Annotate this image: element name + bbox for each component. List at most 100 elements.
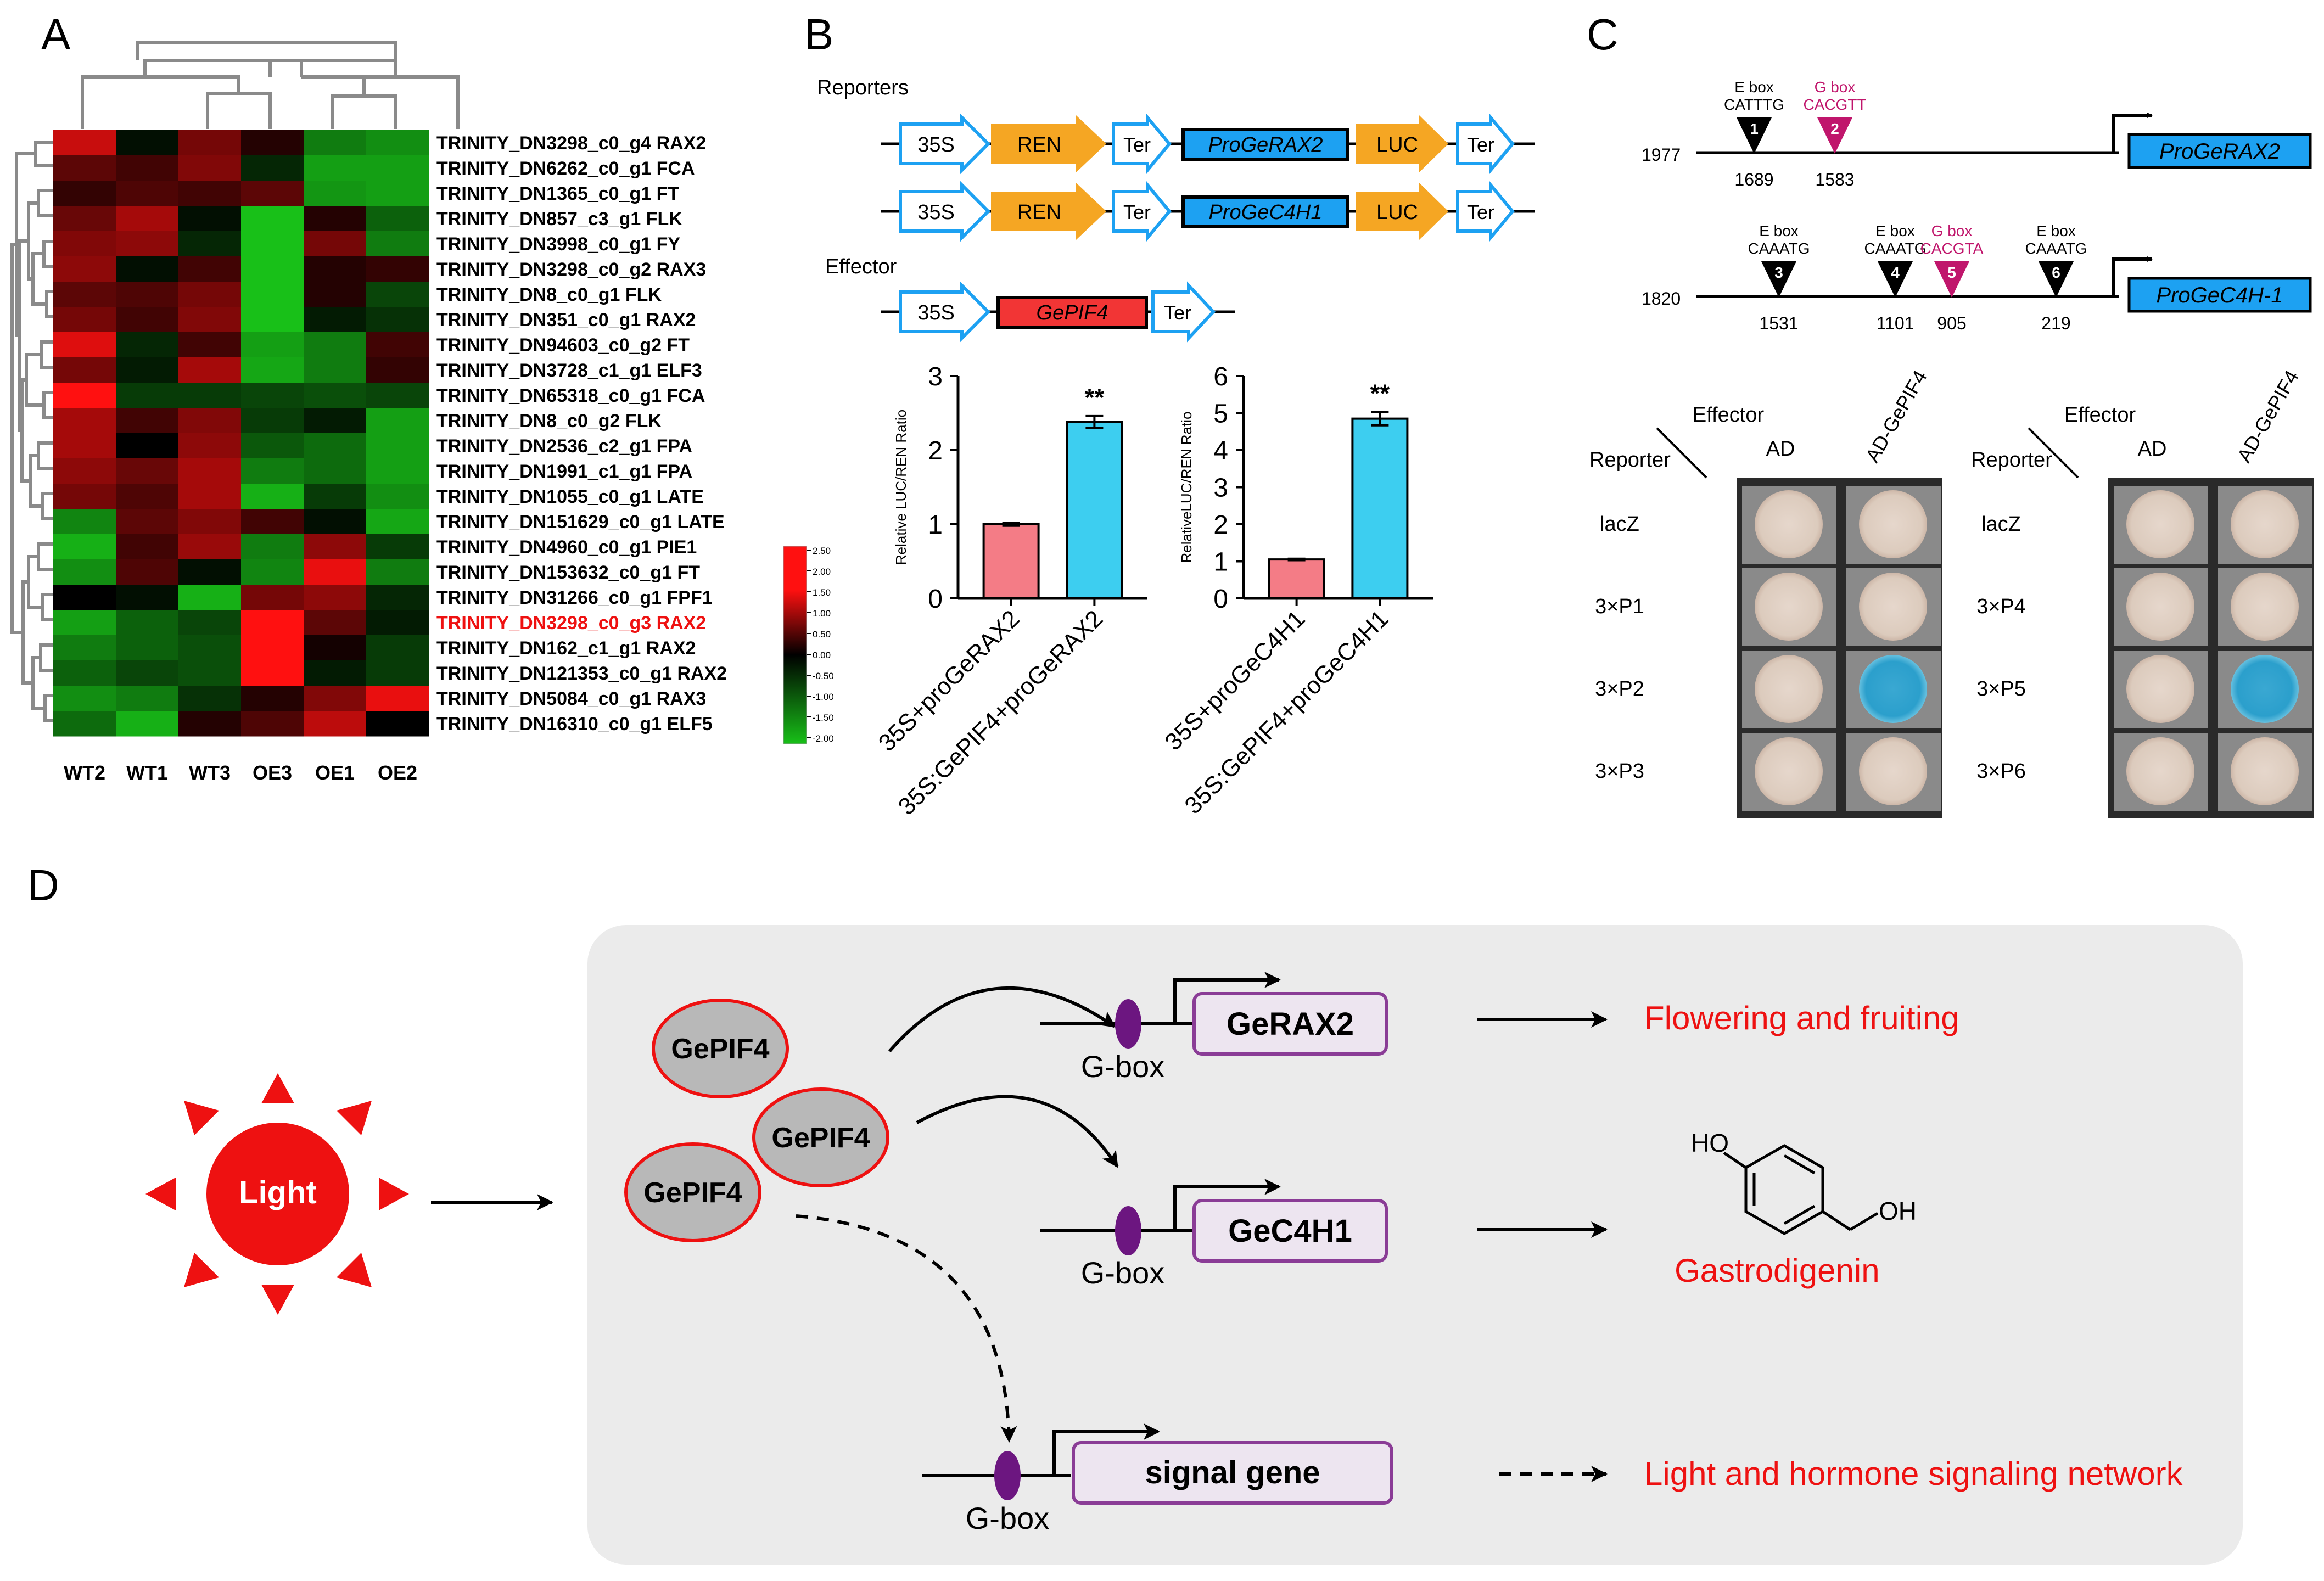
- heatmap-cell: [241, 155, 304, 181]
- reporter-label: Reporter: [1589, 448, 1671, 472]
- heatmap-cells: [53, 130, 429, 737]
- heatmap-cell: [241, 686, 304, 711]
- model-background: [587, 925, 2243, 1565]
- heatmap-cell: [241, 130, 304, 156]
- bar: [1066, 421, 1123, 599]
- heatmap-cell: [241, 231, 304, 257]
- y-axis-label: RelativeLUC/REN Ratio: [1178, 412, 1195, 563]
- site-type: E box: [1759, 222, 1799, 239]
- gene-label: TRINITY_DN5084_c0_g1 RAX3: [436, 688, 706, 709]
- heatmap-cell: [116, 458, 179, 484]
- heatmap-cell: [241, 433, 304, 459]
- heatmap-cell: [366, 686, 429, 711]
- gene-label: TRINITY_DN65318_c0_g1 FCA: [436, 385, 705, 406]
- site-triangle: [1878, 261, 1913, 298]
- reporter-row-label: 3×P5: [1976, 677, 2026, 700]
- heatmap-cell: [178, 181, 242, 206]
- heatmap-cell: [53, 307, 116, 333]
- site-seq: CAAATG: [1748, 240, 1810, 257]
- gbox-site: [994, 1451, 1021, 1500]
- heatmap-cell: [53, 130, 116, 156]
- chem-oh: OH: [1879, 1197, 1917, 1225]
- heatmap-cell: [366, 585, 429, 610]
- promoter-35s-label: 35S: [917, 201, 955, 224]
- heatmap-cell: [304, 559, 367, 585]
- heatmap-cell: [116, 686, 179, 711]
- colony: [1859, 490, 1927, 558]
- panel-label-d: D: [27, 861, 59, 910]
- column-ad-gepif4: AD-GePIF4: [1861, 366, 1931, 466]
- heatmap-cell: [241, 534, 304, 560]
- gbox-label: G-box: [1081, 1049, 1165, 1084]
- terminator-arrow: [1151, 281, 1216, 343]
- heatmap-cell: [116, 181, 179, 206]
- terminator-arrow: [1456, 113, 1515, 175]
- bar: [982, 523, 1040, 599]
- heatmap-cell: [53, 686, 116, 711]
- reporters-label: Reporters: [817, 76, 909, 99]
- heatmap-cell: [241, 660, 304, 686]
- gepif4-box: [996, 296, 1148, 329]
- heatmap-cell: [366, 509, 429, 535]
- reporter-row-label: 3×P3: [1595, 760, 1644, 783]
- gbox-label: G-box: [1081, 1255, 1165, 1290]
- terminator-arrow: [1456, 180, 1515, 243]
- colony: [1755, 655, 1823, 723]
- promoter-35s-arrow: [899, 281, 991, 343]
- gene-box: [1192, 992, 1388, 1056]
- promoter-35s-label: 35S: [917, 133, 955, 156]
- heatmap-cell: [304, 408, 367, 434]
- heatmap-cell: [116, 534, 179, 560]
- gene-label: TRINITY_DN94603_c0_g2 FT: [436, 335, 690, 356]
- column-dendrogram: [81, 41, 460, 129]
- heatmap-cell: [366, 256, 429, 282]
- heatmap-cell: [304, 155, 367, 181]
- heatmap-cell: [116, 130, 179, 156]
- promoter-35s-label: 35S: [917, 301, 955, 324]
- heatmap-cell: [53, 660, 116, 686]
- heatmap-cell: [116, 660, 179, 686]
- gene-label: TRINITY_DN16310_c0_g1 ELF5: [436, 714, 713, 735]
- y-axis-label: Relative LUC/REN Ratio: [893, 410, 909, 565]
- gepif4-oval: [652, 999, 789, 1098]
- heatmap-cell: [304, 256, 367, 282]
- y-tick-label: 3: [1213, 474, 1228, 503]
- gene-gerax2-label: GeRAX2: [1227, 1006, 1354, 1042]
- heatmap-cell: [241, 484, 304, 509]
- y-tick-label: 4: [1213, 436, 1228, 466]
- heatmap-cell: [178, 155, 242, 181]
- gene-label: TRINITY_DN351_c0_g1 RAX2: [436, 310, 696, 330]
- gepif4-oval-label: GePIF4: [643, 1177, 742, 1209]
- heatmap-cell: [53, 357, 116, 383]
- header-divider: [1656, 427, 1707, 479]
- heatmap-cell: [116, 383, 179, 408]
- site-seq: CACGTT: [1803, 96, 1866, 113]
- heatmap-cell: [178, 256, 242, 282]
- reporter-construct-c4h1: 35S REN Ter ProGeC4H1 LUC Ter: [881, 180, 1535, 243]
- gbox-label: G-box: [966, 1501, 1050, 1535]
- heatmap-cell: [178, 635, 242, 661]
- effector-label: Effector: [1693, 403, 1765, 427]
- colorbar-tick-label: -0.50: [813, 671, 834, 681]
- heatmap-cell: [241, 282, 304, 307]
- heatmap-cell: [53, 231, 116, 257]
- terminator-label: Ter: [1467, 201, 1494, 223]
- y-tick-label: 6: [1213, 362, 1228, 391]
- heatmap-cell: [304, 458, 367, 484]
- heatmap-cell: [241, 383, 304, 408]
- heatmap-cell: [178, 458, 242, 484]
- promoter-length: 1977: [1642, 145, 1681, 165]
- reporter-row-label: 3×P2: [1595, 677, 1644, 700]
- tss-arrow: [2112, 256, 2153, 296]
- site-triangle: [1737, 117, 1772, 154]
- gene-label: TRINITY_DN4960_c0_g1 PIE1: [436, 537, 697, 558]
- heatmap-cell: [366, 660, 429, 686]
- heatmap-cell: [53, 509, 116, 535]
- colony: [2231, 573, 2299, 641]
- heatmap-cell: [116, 484, 179, 509]
- gene-label: TRINITY_DN6262_c0_g1 FCA: [436, 158, 695, 179]
- promoter-gene-box: [2127, 133, 2312, 169]
- header-divider: [2028, 427, 2079, 479]
